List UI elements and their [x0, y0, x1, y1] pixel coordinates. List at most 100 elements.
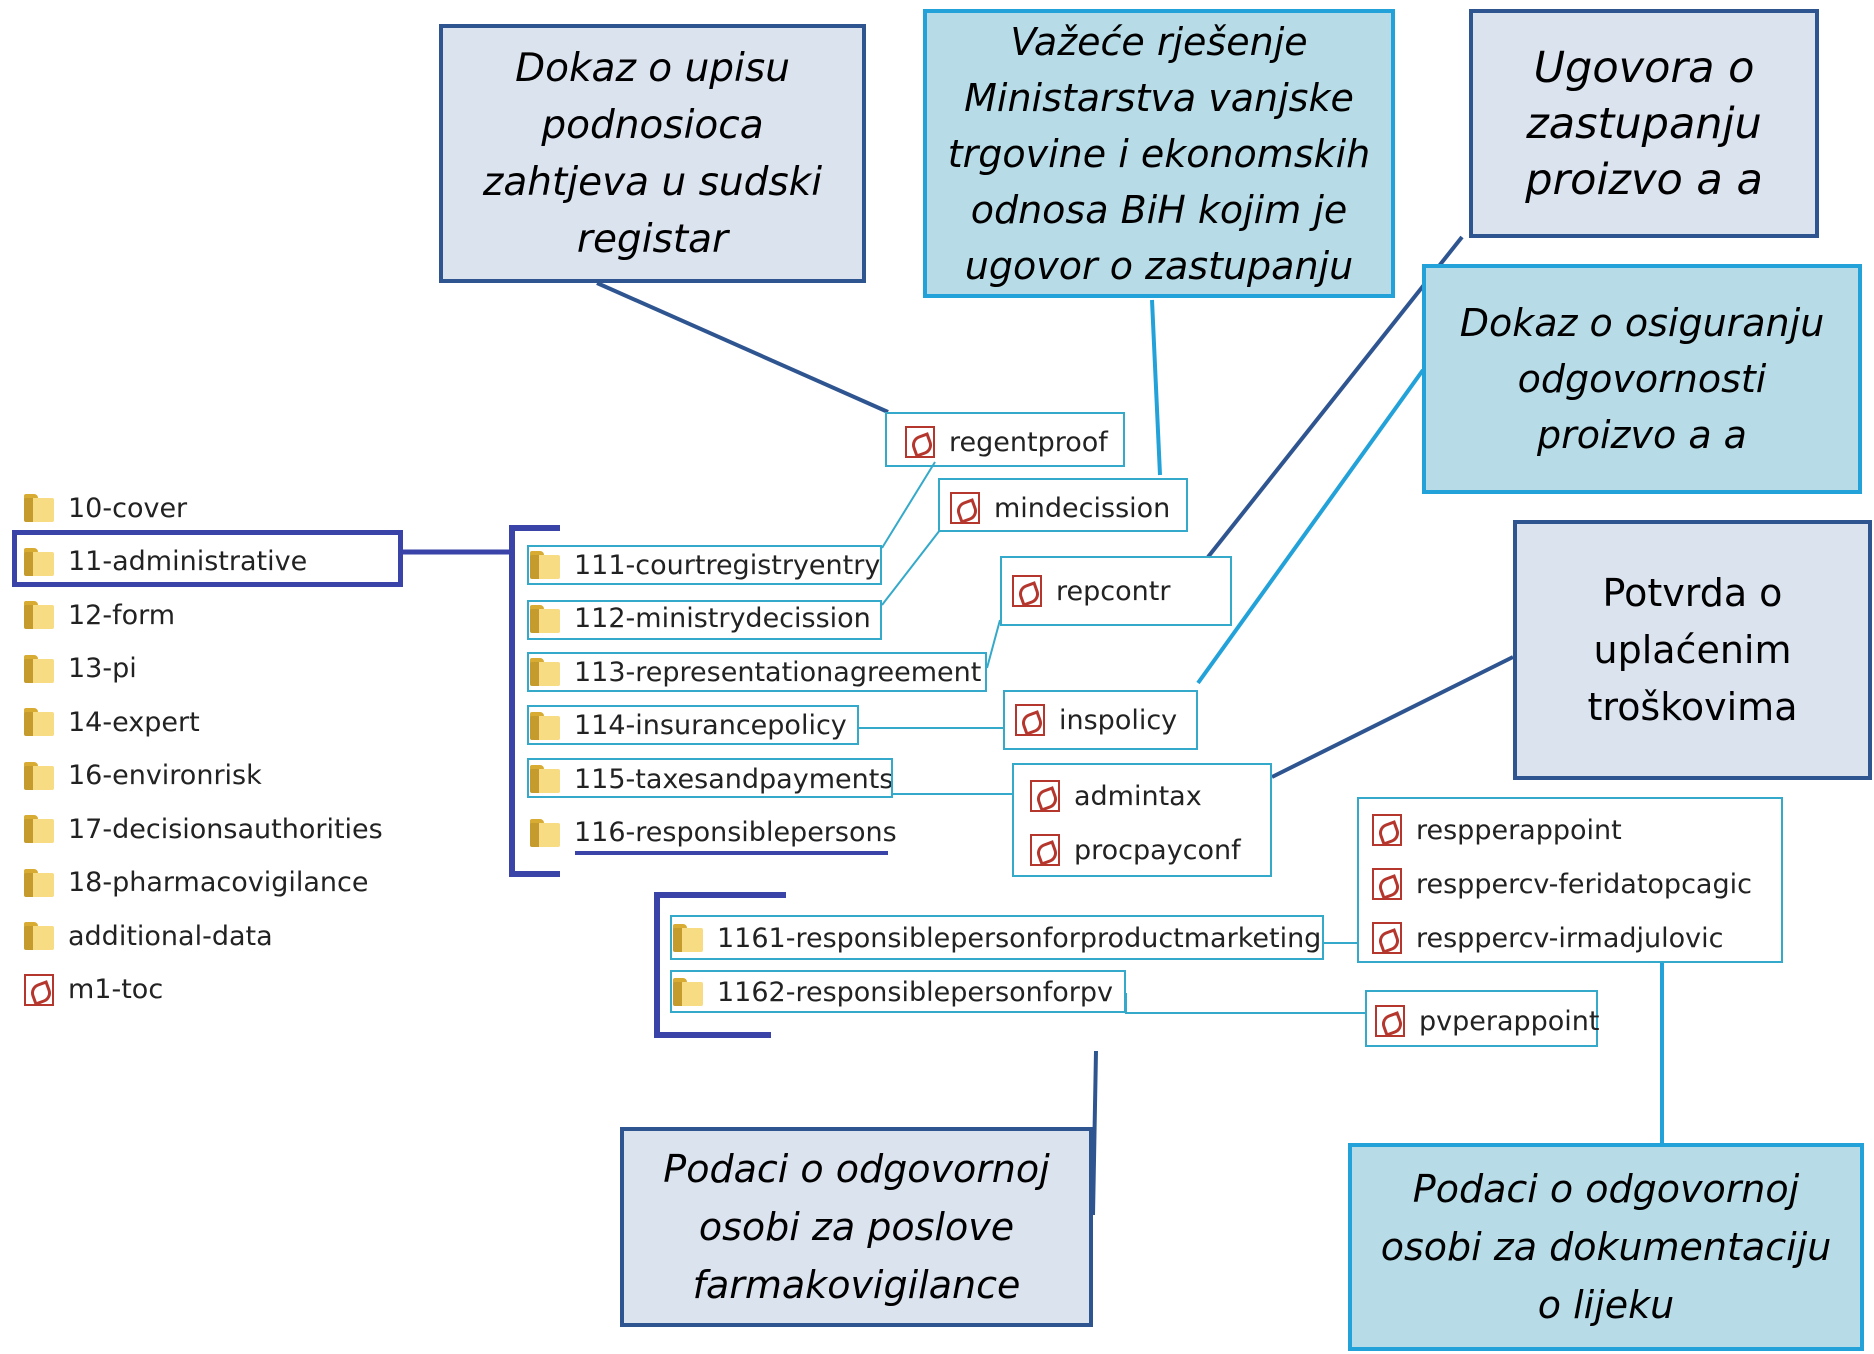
file-box-pvperappoint — [1365, 990, 1598, 1047]
file-inspolicy[interactable]: inspolicy — [1015, 700, 1177, 740]
callout-text: Dokaz o osiguranju odgovornosti proizvo … — [1459, 301, 1825, 457]
leader-payments — [1271, 655, 1514, 779]
pdf-icon — [1372, 868, 1402, 900]
root-item-folder[interactable]: additional-data — [24, 916, 273, 956]
file-box-regentproof — [885, 412, 1125, 467]
file-box-inspolicy — [1003, 690, 1198, 750]
folder-icon — [530, 604, 560, 633]
folder-icon — [24, 922, 54, 950]
item-label: 18-pharmacovigilance — [68, 867, 369, 898]
item-label: 1162-responsiblepersonforpv — [717, 976, 1114, 1008]
admin-subfolder-folder[interactable]: 115-taxesandpayments — [530, 759, 893, 799]
item-label: 16-environrisk — [68, 760, 262, 791]
callout-representation: Ugovora o zastupanju proizvo a a — [1469, 9, 1819, 238]
callout-text: Važeće rješenje Ministarstva vanjske trg… — [947, 19, 1371, 288]
callout-pv-person: Podaci o odgovornoj osobi za poslove far… — [620, 1127, 1093, 1327]
responsible-bracket — [654, 892, 786, 1038]
admin-bracket — [509, 525, 560, 877]
file-box-payments — [1012, 763, 1272, 877]
callout-text: Potvrda o uplaćenim troškovima — [1587, 570, 1798, 729]
root-item-folder[interactable]: 13-pi — [24, 649, 137, 689]
file-procpayconf[interactable]: procpayconf — [1030, 830, 1241, 870]
frame-112 — [527, 600, 882, 640]
file-box-1161-files — [1357, 797, 1783, 963]
admin-subfolder-folder[interactable]: 111-courtregistryentry — [530, 545, 880, 585]
admin-subfolder-folder[interactable]: 114-insurancepolicy — [530, 706, 847, 746]
root-item-folder[interactable]: 11-administrative — [24, 542, 307, 582]
callout-payments: Potvrda o uplaćenim troškovima — [1513, 520, 1872, 780]
file-label: regentproof — [949, 426, 1108, 458]
frame-1162 — [670, 970, 1126, 1013]
root-item-file[interactable]: m1-toc — [24, 970, 163, 1010]
file-box-repcontr — [1000, 556, 1232, 626]
folder-icon — [24, 868, 54, 897]
pdf-icon — [1375, 1005, 1405, 1037]
admin-subfolder-folder[interactable]: 113-representationagreement — [530, 652, 981, 692]
callout-marketing-person: Podaci o odgovornoj osobi za dokumentaci… — [1348, 1143, 1864, 1351]
root-item-folder[interactable]: 17-decisionsauthorities — [24, 809, 383, 849]
folder-icon — [530, 765, 560, 793]
pdf-icon — [1012, 575, 1042, 607]
root-item-folder[interactable]: 18-pharmacovigilance — [24, 863, 368, 903]
file-admintax[interactable]: admintax — [1030, 776, 1202, 816]
folder-icon — [673, 978, 703, 1006]
callout-ministry-decision: Važeće rješenje Ministarstva vanjske trg… — [923, 9, 1395, 298]
root-item-folder[interactable]: 12-form — [24, 595, 175, 635]
pdf-icon — [1030, 780, 1060, 812]
callout-text: Ugovora o zastupanju proizvo a a — [1525, 42, 1763, 205]
folder-icon — [673, 924, 703, 952]
root-item-folder[interactable]: 16-environrisk — [24, 756, 262, 796]
file-resppercv-feridatopcagic[interactable]: resppercv-feridatopcagic — [1372, 864, 1752, 904]
wire-1162-pvperappoint — [1125, 993, 1365, 1014]
folder-icon — [24, 547, 54, 576]
item-label: additional-data — [68, 920, 273, 952]
frame-115 — [527, 758, 893, 798]
item-label: 114-insurancepolicy — [574, 710, 847, 741]
responsible-subfolder-folder[interactable]: 1161-responsiblepersonforproductmarketin… — [673, 918, 1321, 958]
pdf-icon — [1015, 704, 1045, 736]
file-label: respperappoint — [1416, 814, 1622, 846]
admin-subfolder-folder[interactable]: 116-responsiblepersons — [530, 813, 897, 853]
file-regentproof[interactable]: regentproof — [905, 422, 1108, 462]
root-item-folder[interactable]: 10-cover — [24, 488, 187, 528]
item-label: 115-taxesandpayments — [574, 763, 894, 795]
file-respperappoint[interactable]: respperappoint — [1372, 810, 1622, 850]
pdf-icon — [24, 973, 54, 1006]
item-label: 113-representationagreement — [574, 656, 982, 688]
file-pvperappoint[interactable]: pvperappoint — [1375, 1001, 1600, 1041]
leader-pv-person — [1091, 1050, 1098, 1216]
item-label: 111-courtregistryentry — [574, 549, 881, 581]
file-resppercv-irmadjulovic[interactable]: resppercv-irmadjulovic — [1372, 918, 1724, 958]
admin-subfolder-folder[interactable]: 112-ministrydecission — [530, 599, 871, 639]
item-label: m1-toc — [68, 974, 164, 1005]
file-label: procpayconf — [1074, 834, 1241, 866]
frame-1161 — [670, 915, 1324, 960]
frame-114 — [527, 705, 859, 745]
file-repcontr[interactable]: repcontr — [1012, 571, 1170, 611]
item-label: 10-cover — [68, 492, 188, 524]
file-label: resppercv-irmadjulovic — [1416, 922, 1724, 954]
item-label: 14-expert — [68, 706, 200, 738]
frame-113 — [527, 652, 987, 692]
folder-icon — [530, 551, 560, 579]
root-item-folder[interactable]: 14-expert — [24, 702, 200, 742]
pdf-icon — [1372, 814, 1402, 846]
leader-ministry — [1150, 299, 1162, 476]
leader-insurance — [1196, 368, 1425, 685]
folder-icon — [24, 708, 54, 736]
folder-icon — [24, 601, 54, 629]
file-label: resppercv-feridatopcagic — [1416, 868, 1752, 900]
responsible-subfolder-folder[interactable]: 1162-responsiblepersonforpv — [673, 972, 1113, 1012]
file-label: inspolicy — [1059, 704, 1178, 736]
pdf-icon — [1372, 922, 1402, 954]
item-label: 17-decisionsauthorities — [68, 813, 383, 845]
folder-icon — [24, 494, 54, 522]
callout-court-registry: Dokaz o upisu podnosioca zahtjeva u suds… — [439, 24, 866, 283]
item-label: 112-ministrydecission — [574, 603, 871, 634]
file-mindecission[interactable]: mindecission — [950, 488, 1170, 528]
wire-113-repcontr — [986, 619, 1001, 669]
pdf-icon — [905, 426, 935, 458]
wire-112-mindecission — [881, 529, 941, 606]
